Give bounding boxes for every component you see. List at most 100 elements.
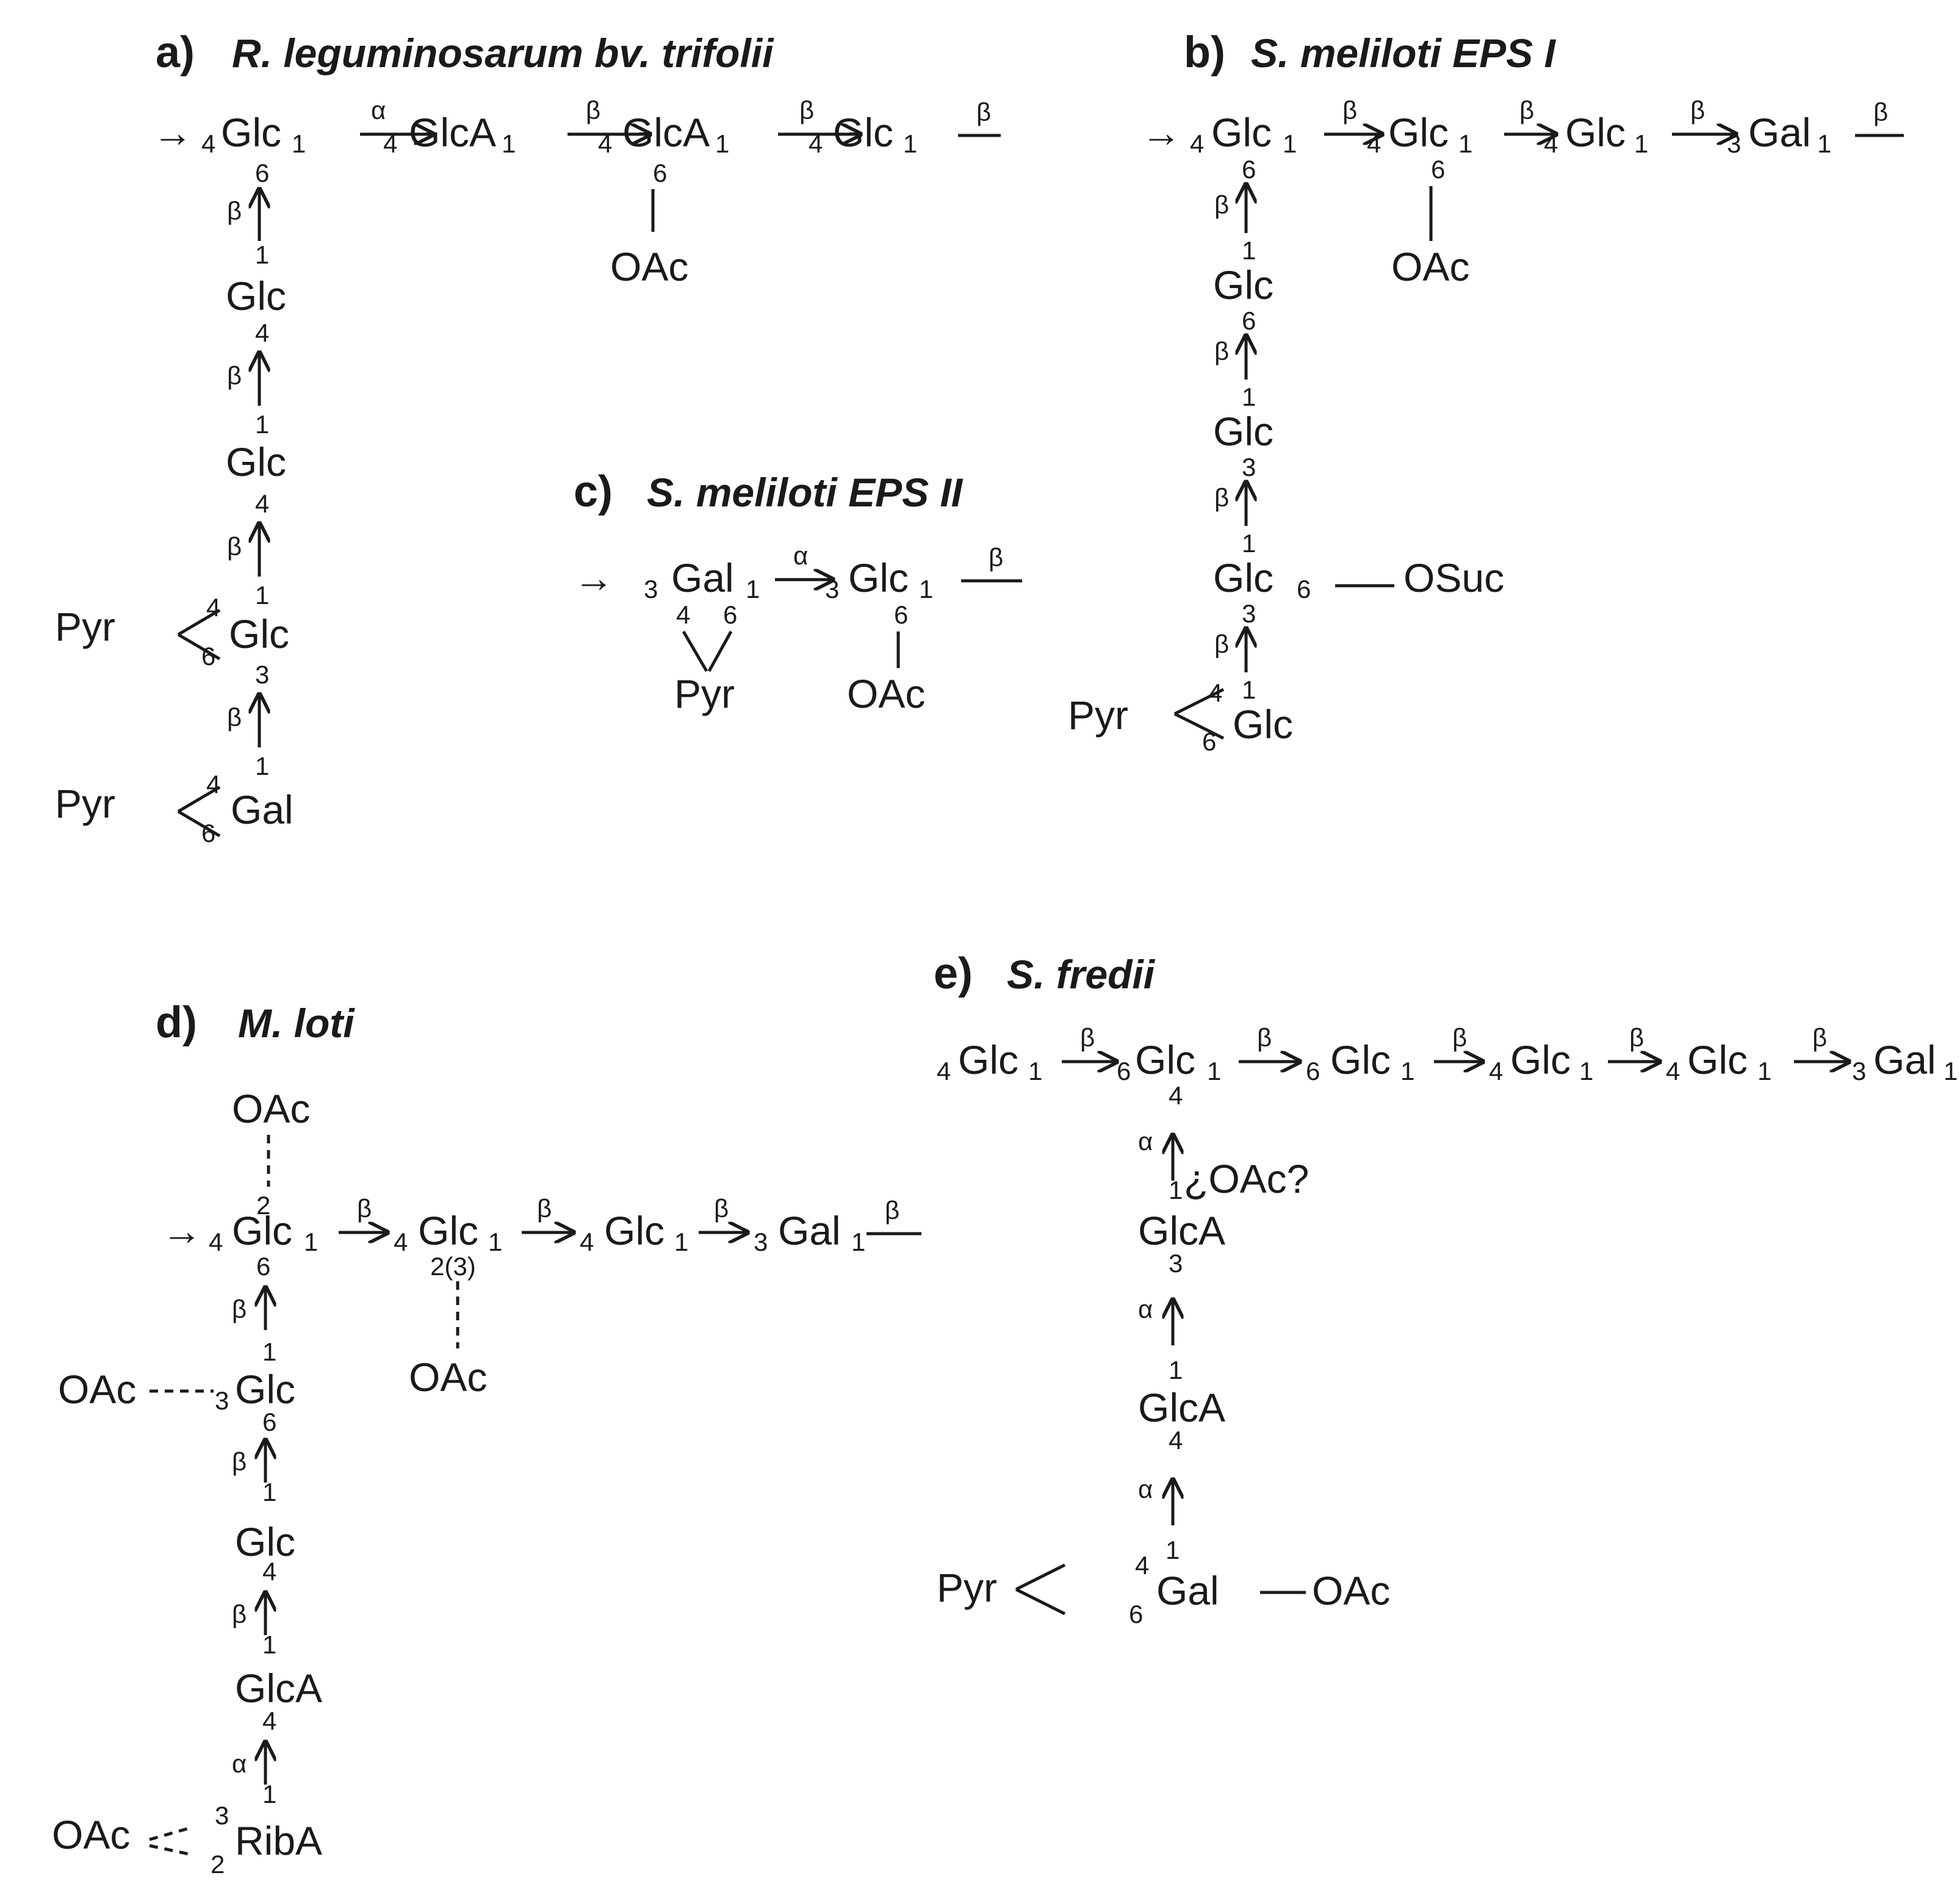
residue-label: Gal [231, 787, 294, 832]
panel-c-title-part: S. meliloti [647, 470, 838, 515]
position-label: 6 [1306, 1057, 1320, 1085]
residue-label: Pyr [55, 604, 115, 649]
anomer-label: β [537, 1194, 552, 1223]
residue-label: Glc [1135, 1037, 1195, 1082]
position-label: 1 [502, 129, 516, 158]
position-label: 4 [1169, 1426, 1183, 1455]
position-label: 1 [255, 581, 269, 610]
position-label: 1 [262, 1780, 276, 1808]
position-label: 1 [1458, 129, 1472, 158]
position-label: 1 [1817, 129, 1831, 158]
anomer-label: β [1452, 1023, 1467, 1052]
residue-label: Gal [1156, 1568, 1219, 1613]
panel-e-nodes: 4Glc1β6Glc1β6Glc1β4Glc1β4Glc1β3Gal1β4α¿O… [937, 1023, 1958, 1628]
bond-line [1015, 1588, 1066, 1616]
residue-label: → [574, 555, 614, 600]
position-label: 4 [209, 1228, 223, 1256]
residue-label: GlcA [235, 1666, 322, 1711]
position-label: 4 [937, 1057, 951, 1085]
residue-label: Glc [1565, 110, 1626, 155]
position-label: 1 [1166, 1536, 1180, 1564]
panel-b-title: S. meliloti EPS I [1251, 31, 1556, 76]
panel-c-edges [682, 580, 1022, 672]
panel-d-title: M. loti [238, 1001, 355, 1046]
anomer-label: β [227, 703, 242, 732]
position-label: 1 [255, 752, 269, 780]
position-label: 3 [644, 575, 658, 603]
anomer-label: β [1214, 483, 1229, 512]
position-label: 1 [1242, 529, 1256, 558]
position-label: 2 [256, 1191, 270, 1220]
position-label: 1 [1242, 675, 1256, 704]
anomer-label: β [1257, 1023, 1272, 1052]
position-label: 4 [809, 129, 823, 158]
residue-label: Glc [1233, 702, 1293, 747]
residue-label: Gal [778, 1208, 841, 1253]
position-label: 6 [262, 1408, 276, 1436]
position-label: 1 [1242, 383, 1256, 411]
anomer-label: β [227, 361, 242, 390]
position-label: 1 [1028, 1057, 1042, 1085]
residue-label: GlcA [1138, 1208, 1225, 1253]
panel-a-title-part: bv. [583, 31, 661, 76]
anomer-label: α [232, 1749, 247, 1778]
residue-label: Pyr [1068, 692, 1128, 738]
residue-label: OSuc [1403, 555, 1504, 600]
position-label: 2 [211, 1850, 225, 1879]
position-label: 1 [919, 575, 933, 603]
residue-label: Gal [1748, 110, 1811, 155]
residue-label: Gal [1873, 1037, 1936, 1082]
residue-label: Pyr [674, 671, 735, 716]
panel-b-title-part: S. meliloti [1251, 31, 1442, 76]
panel-d-letter: d) [156, 998, 197, 1047]
anomer-label: α [371, 96, 386, 124]
position-label: 1 [255, 240, 269, 269]
anomer-label: β [1690, 96, 1705, 124]
position-label: 4 [1489, 1057, 1503, 1085]
panel-b-edges [1173, 134, 1904, 740]
anomer-label: β [586, 96, 600, 124]
position-label: 1 [488, 1228, 502, 1256]
residue-label: Glc [226, 439, 286, 484]
anomer-label: β [1519, 96, 1534, 124]
anomer-label: β [1214, 190, 1229, 219]
anomer-label: α [1138, 1475, 1153, 1503]
position-label: 6 [1242, 306, 1256, 335]
panel-c-title: S. meliloti EPS II [647, 470, 964, 515]
residue-label: OAc [232, 1086, 310, 1131]
residue-label: Glc [1510, 1037, 1571, 1082]
position-label: 4 [580, 1228, 594, 1256]
panel-d-title-part: M. loti [238, 1001, 355, 1046]
position-label: 1 [262, 1478, 276, 1506]
panel-c-title-part: EPS II [837, 470, 964, 515]
position-label: 1 [851, 1228, 865, 1256]
residue-label: Glc [958, 1037, 1018, 1082]
position-label: 3 [754, 1228, 768, 1256]
residue-label: → [162, 1208, 202, 1253]
residue-label: OAc [409, 1354, 487, 1400]
residue-label: RibA [235, 1818, 322, 1863]
panel-e-title: S. fredii [1007, 952, 1156, 997]
anomer-label: β [227, 532, 242, 561]
residue-label: OAc [1391, 244, 1469, 289]
residue-label: Glc [833, 110, 893, 155]
anomer-label: β [885, 1196, 899, 1225]
position-label: 1 [1634, 129, 1648, 158]
bond-line [1173, 688, 1225, 716]
position-label: 1 [1757, 1057, 1771, 1085]
residue-label: OAc [52, 1812, 130, 1857]
anomer-label: β [1214, 337, 1229, 365]
residue-label: Glc [1213, 555, 1274, 600]
residue-label: Glc [235, 1519, 295, 1564]
position-label: 1 [1207, 1057, 1221, 1085]
residue-label: ¿OAc? [1184, 1156, 1309, 1201]
bond-line [1015, 1563, 1066, 1591]
position-label: 1 [1242, 236, 1256, 265]
position-label: 1 [1169, 1356, 1183, 1384]
residue-label: Glc [229, 611, 289, 656]
anomer-label: α [1138, 1127, 1153, 1156]
position-label: 1 [674, 1228, 688, 1256]
